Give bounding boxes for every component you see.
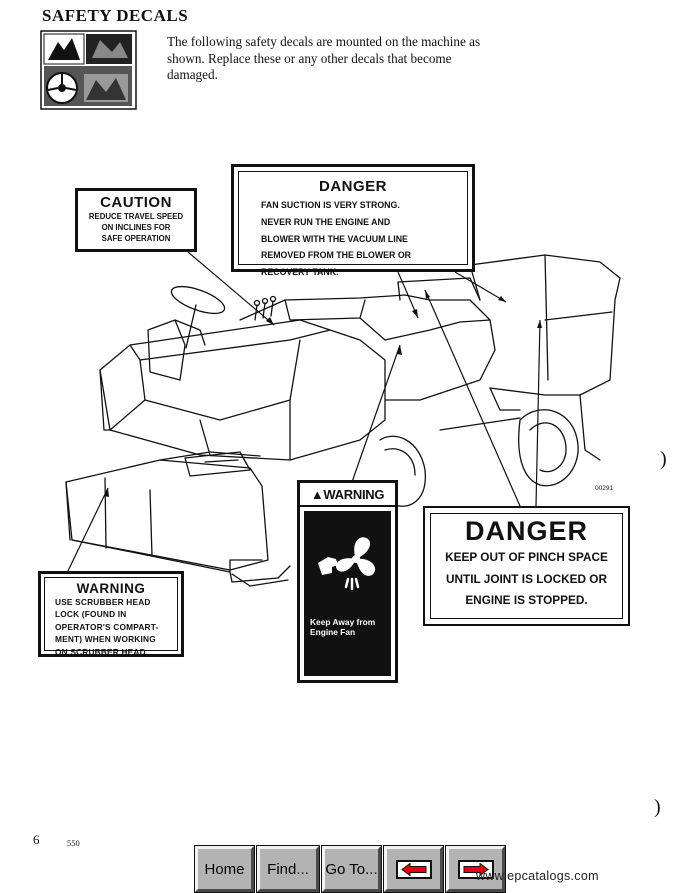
page-title: SAFETY DECALS [42,6,189,25]
danger-pinch-line: KEEP OUT OF PINCH SPACE [445,550,608,564]
warning-fan-heading: WARNING [323,487,385,502]
arrow-left-icon [395,859,432,879]
caution-line: ON INCLINES FOR [101,223,171,232]
watermark: www.epcatalogs.com [476,869,599,883]
caution-line: SAFE OPERATION [101,234,171,243]
home-button[interactable]: Home [194,845,255,893]
warning-scrubber-heading: WARNING [76,581,146,596]
warning-scrubber-line: ON SCRUBBER HEAD. [55,646,149,657]
arrow-right-glyph [463,862,489,876]
warning-scrubber-line: USE SCRUBBER HEAD [55,597,151,607]
danger-pinch-line: ENGINE IS STOPPED. [465,593,588,607]
side-mark: ) [660,448,667,470]
figure-number: 00291 [595,485,614,492]
danger-fan-suction-decal: DANGER FAN SUCTION IS VERY STRONG. NEVER… [231,164,475,277]
warning-triangle-icon: ▲ [310,487,324,502]
previous-page-button[interactable] [383,845,444,893]
decal-inner-border: WARNING USE SCRUBBER HEAD LOCK (FOUND IN… [44,577,178,657]
warning-scrubber-line: OPERATOR'S COMPART- [55,621,159,632]
warning-engine-fan-decal: ▲WARNING Keep Away from Engine Fan [297,480,398,683]
goto-button[interactable]: Go To... [321,845,382,893]
decal-inner-border: DANGER KEEP OUT OF PINCH SPACE UNTIL JOI… [430,513,623,619]
caution-heading: CAUTION [100,194,172,211]
document-number: 550 [67,838,80,848]
page-number: 6 [33,832,40,847]
next-page-button[interactable] [445,845,506,893]
decal-inner-border: DANGER FAN SUCTION IS VERY STRONG. NEVER… [238,171,468,277]
danger-fan-line: REMOVED FROM THE BLOWER OR [261,250,412,261]
caution-decal: CAUTION REDUCE TRAVEL SPEED ON INCLINES … [75,188,197,252]
navigation-bar: Home Find... Go To... [194,845,506,893]
fan-hazard-icon [318,537,376,591]
danger-pinch-line: UNTIL JOINT IS LOCKED OR [445,571,607,586]
find-button[interactable]: Find... [256,845,320,893]
danger-fan-line: FAN SUCTION IS VERY STRONG. [261,200,400,210]
safety-manual-icon [40,30,137,110]
danger-fan-line: RECOVERY TANK. [261,267,339,278]
warning-scrubber-decal: WARNING USE SCRUBBER HEAD LOCK (FOUND IN… [38,571,184,657]
danger-fan-heading: DANGER [318,178,387,195]
danger-fan-line: NEVER RUN THE ENGINE AND [261,216,391,227]
warning-scrubber-line: MENT) WHEN WORKING [55,634,156,645]
intro-paragraph: The following safety decals are mounted … [167,34,481,82]
warning-fan-header: ▲WARNING [300,483,395,507]
danger-pinch-decal: DANGER KEEP OUT OF PINCH SPACE UNTIL JOI… [423,506,630,626]
arrow-right-icon [457,859,494,879]
danger-pinch-heading: DANGER [464,516,588,546]
warning-fan-line: Keep Away from [310,617,376,627]
warning-fan-line: Engine Fan [310,627,356,637]
warning-fan-panel: Keep Away from Engine Fan [304,511,391,676]
danger-fan-line: BLOWER WITH THE VACUUM LINE [261,233,408,244]
warning-fan-text: Keep Away from Engine Fan [310,617,375,637]
arrow-left-glyph [400,862,426,876]
side-mark: ) [654,796,661,818]
warning-scrubber-line: LOCK (FOUND IN [55,609,127,620]
caution-line: REDUCE TRAVEL SPEED [88,212,184,221]
